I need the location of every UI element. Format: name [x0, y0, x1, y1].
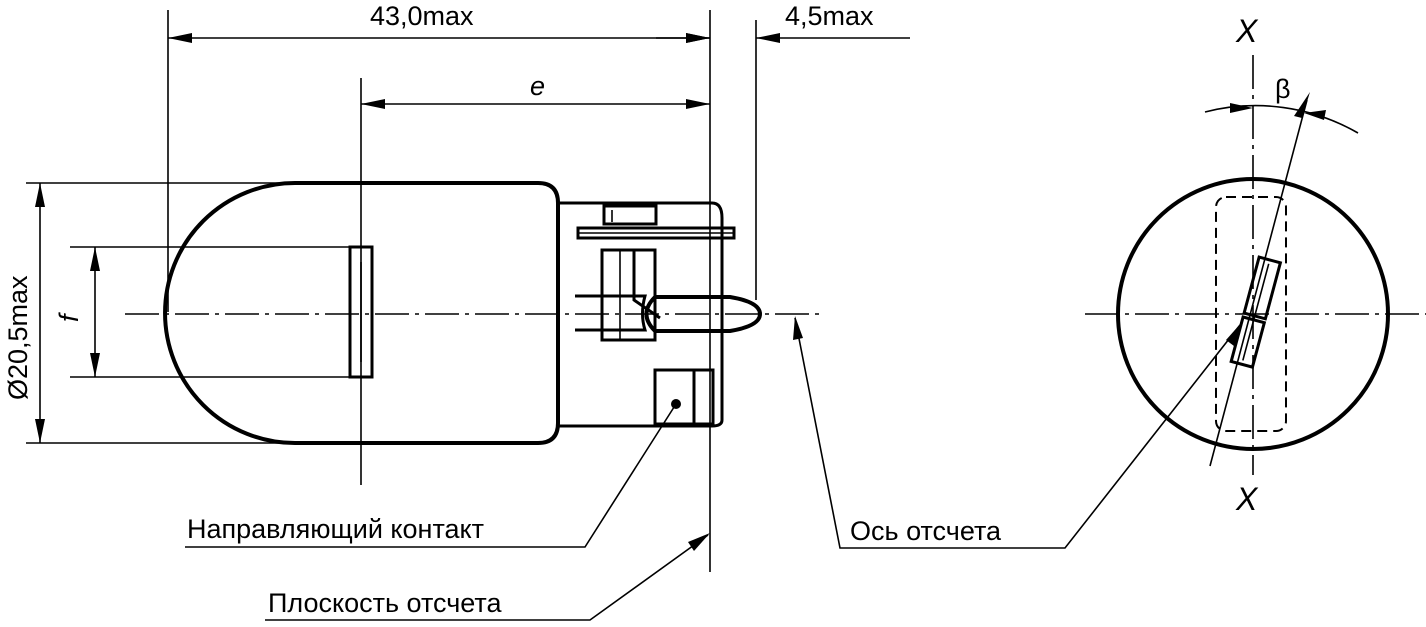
leader-guide-contact: Направляющий контакт — [185, 403, 677, 548]
label-reference-axis: Ось отсчета — [850, 516, 1002, 546]
bulb-outline — [163, 181, 560, 445]
label-reference-plane: Плоскость отсчета — [268, 588, 502, 618]
extension-lines — [26, 10, 757, 572]
dim-light-center-text: e — [530, 71, 545, 101]
label-guide-contact: Направляющий контакт — [187, 514, 484, 544]
end-view-angle-label: β — [1275, 74, 1291, 104]
lamp-side-view — [163, 181, 763, 445]
guide-contact-block — [653, 368, 715, 426]
dim-filament-height-text: f — [54, 312, 84, 322]
end-view-axis-bottom-label: X — [1235, 481, 1259, 517]
dim-diameter-text: Ø20,5max — [3, 275, 33, 400]
leader-reference-axis: Ось отсчета — [793, 316, 1242, 549]
dim-pin-protrusion: 4,5max — [656, 1, 910, 43]
end-view-axis-top-label: X — [1235, 13, 1259, 49]
dim-diameter: Ø20,5max — [3, 183, 45, 443]
dim-overall-length-text: 43,0max — [370, 1, 474, 31]
leader-reference-plane: Плоскость отсчета — [265, 533, 710, 621]
lamp-end-view: β X X — [1085, 13, 1426, 517]
dim-light-center: e — [361, 71, 710, 109]
dim-pin-protrusion-text: 4,5max — [785, 1, 874, 31]
base-outline — [558, 201, 724, 428]
dim-filament-height: f — [54, 247, 100, 377]
dim-overall-length: 43,0max — [168, 1, 710, 43]
